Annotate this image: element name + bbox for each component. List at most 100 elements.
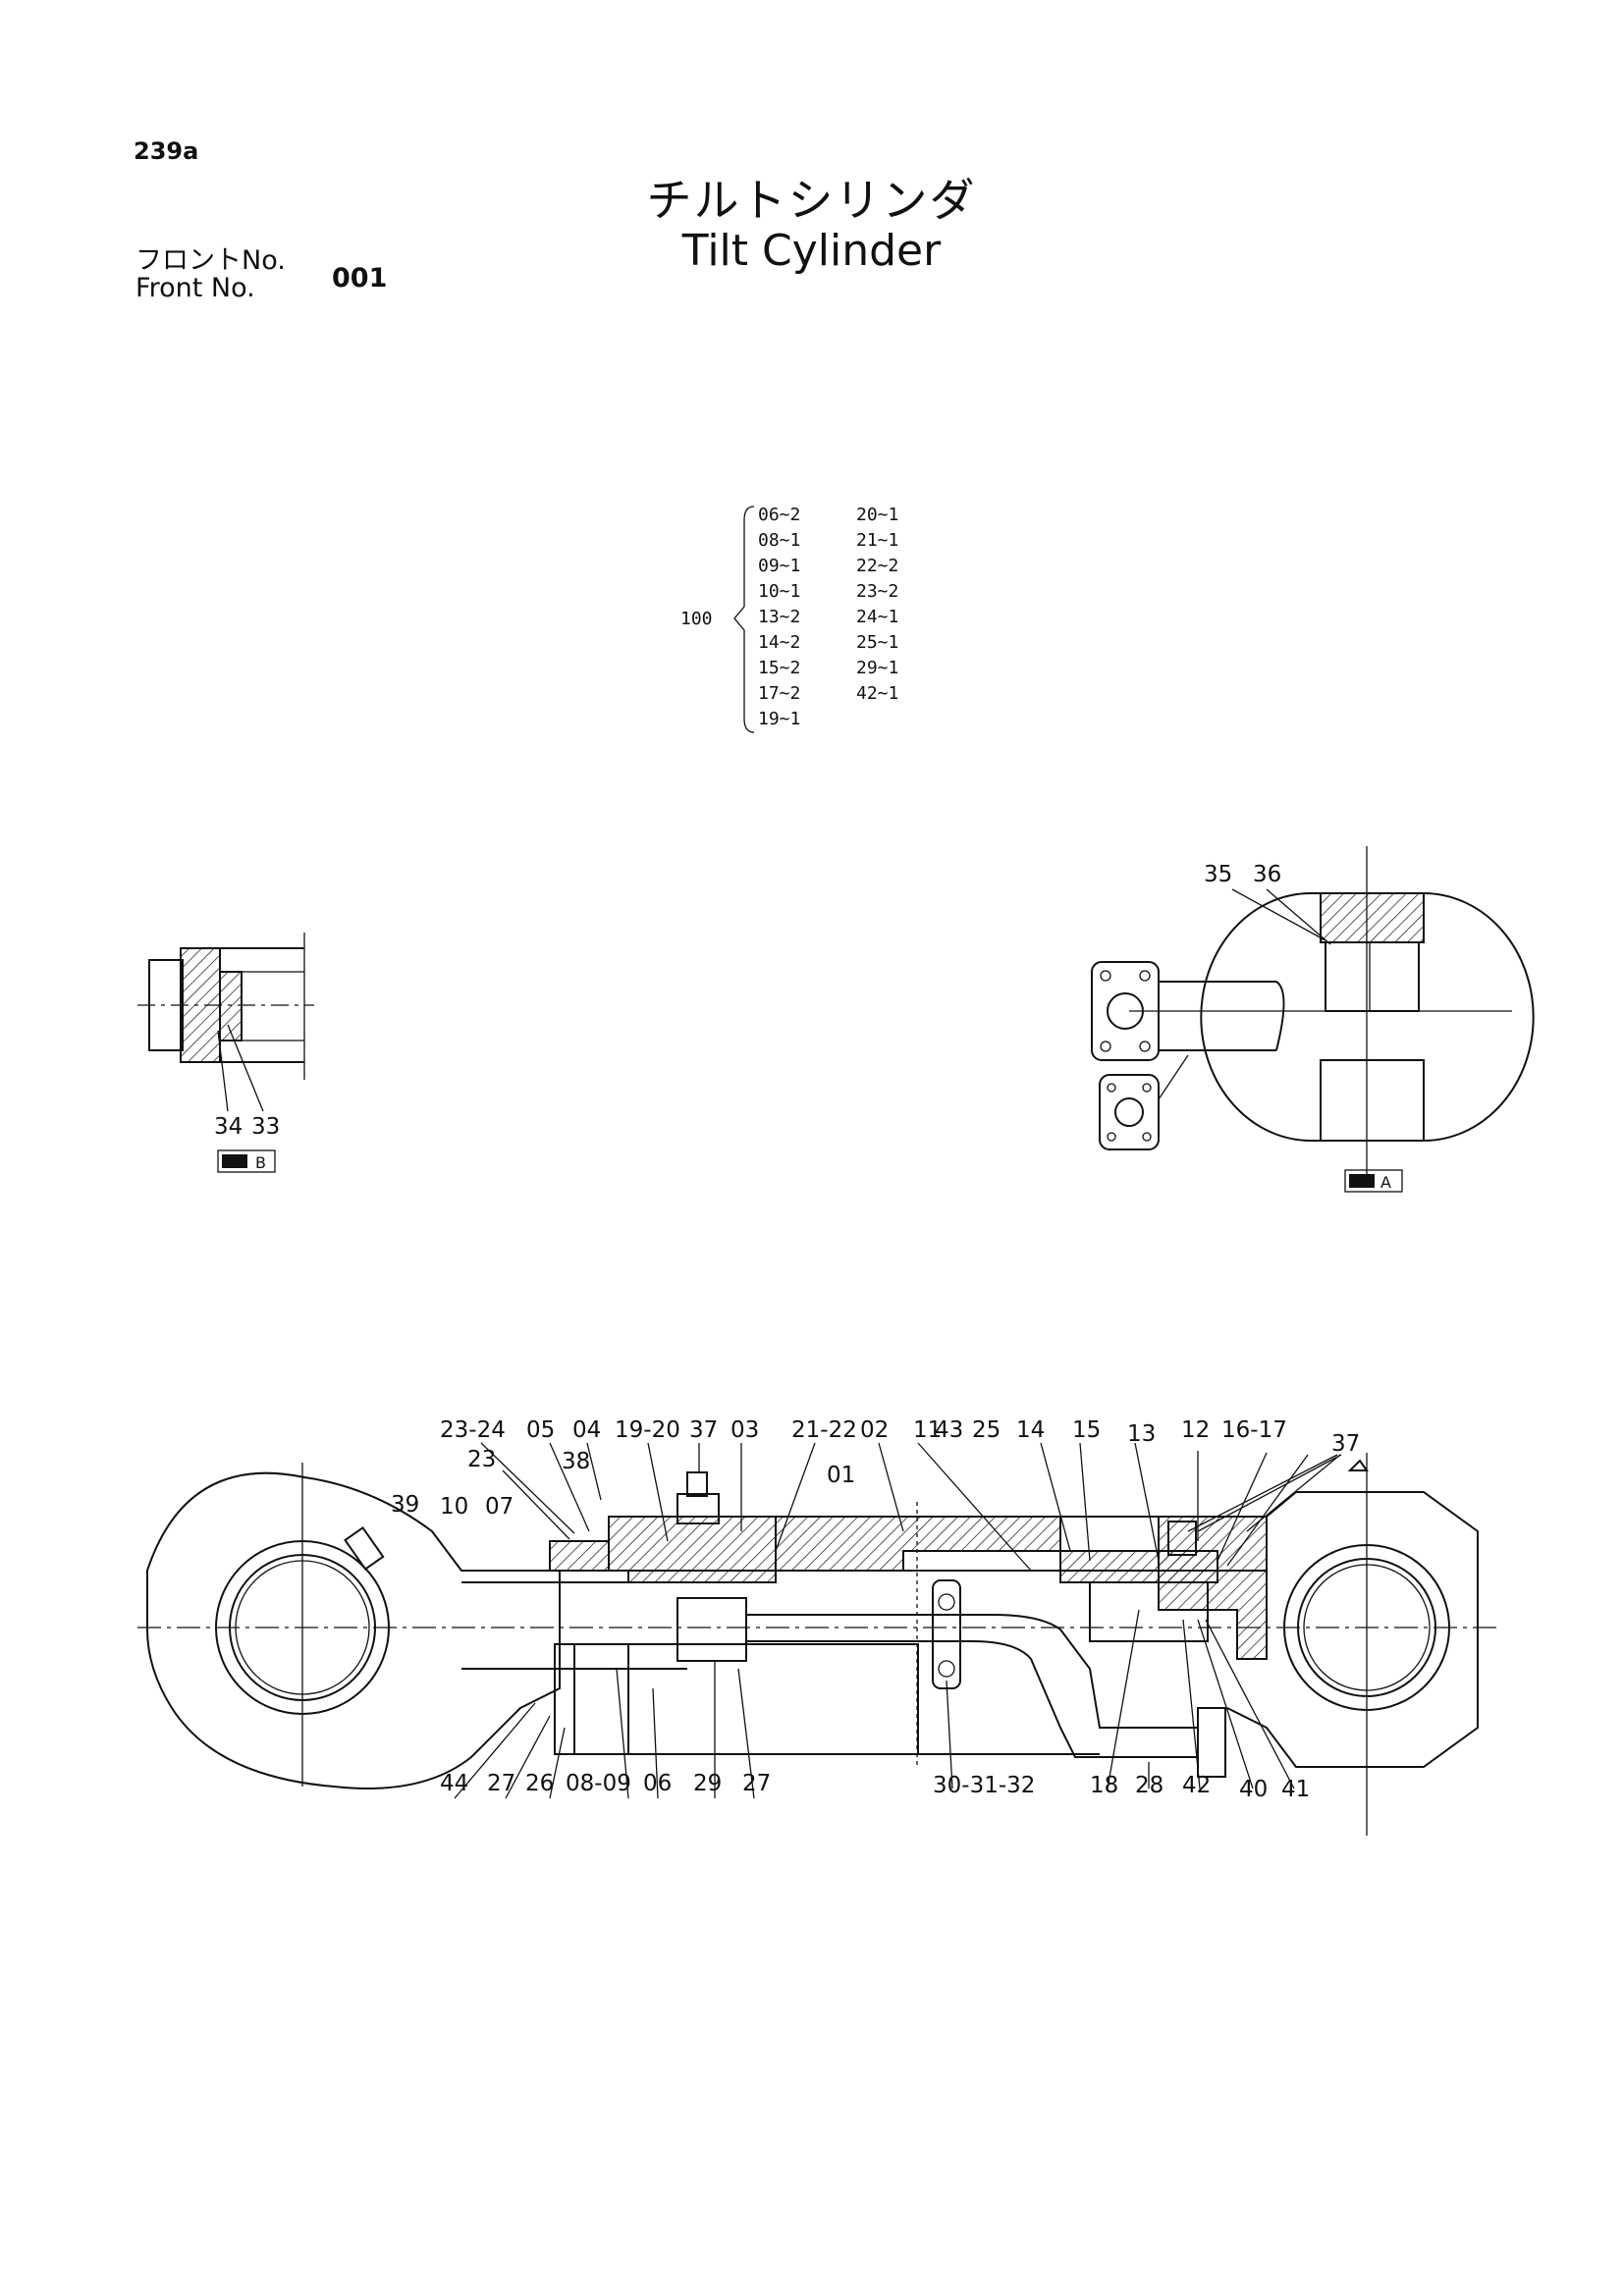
part-label: 13 xyxy=(1127,1421,1156,1447)
leader-33 xyxy=(227,1024,264,1112)
kit-item: 15~2 xyxy=(758,658,800,678)
part-label: 21-22 xyxy=(791,1417,857,1443)
label-35: 35 xyxy=(1204,862,1232,887)
part-label: 02 xyxy=(860,1417,889,1443)
kit-column-2: 20~1 21~1 22~2 23~2 24~1 25~1 29~1 42~1 xyxy=(856,505,898,704)
part-label: 37 xyxy=(689,1417,718,1443)
part-label: 44 xyxy=(440,1771,468,1796)
cylinder-bottom-eye xyxy=(1226,1491,1479,1768)
title-english: Tilt Cylinder xyxy=(681,226,942,276)
kit-item: 42~1 xyxy=(856,683,898,704)
part-label: 41 xyxy=(1281,1777,1310,1802)
page-number: 239a xyxy=(134,137,199,165)
kit-item: 14~2 xyxy=(758,632,800,653)
kit-column-1: 06~208~109~110~113~214~215~217~219~1 xyxy=(758,505,800,729)
part-label: 43 xyxy=(935,1417,963,1443)
label-34: 34 xyxy=(214,1114,243,1140)
part-label: 26 xyxy=(525,1771,554,1796)
kit-item: 25~1 xyxy=(856,632,898,653)
check-port-37b xyxy=(1167,1521,1197,1556)
pipe-flange xyxy=(1197,1707,1226,1778)
part-label: 18 xyxy=(1090,1773,1118,1798)
front-label-jp: フロントNo. xyxy=(135,245,286,276)
part-label: 04 xyxy=(572,1417,601,1443)
part-label: 23 xyxy=(467,1447,496,1472)
detail-b: 34 33 B xyxy=(137,933,314,1173)
front-number-label: フロントNo. Front No. xyxy=(135,247,286,302)
part-label: 16-17 xyxy=(1221,1417,1287,1443)
section-icon xyxy=(1349,1174,1375,1188)
label-36: 36 xyxy=(1253,862,1281,887)
part-label: 07 xyxy=(485,1494,514,1520)
detail-b-seal xyxy=(219,971,243,1041)
kit-brace xyxy=(733,506,755,733)
barrel-tube xyxy=(775,1516,1061,1572)
cylinder-bottom-bore xyxy=(1283,1544,1450,1711)
check-port-37 xyxy=(676,1493,720,1524)
part-label: 37 xyxy=(1331,1431,1360,1457)
kit-item: 13~2 xyxy=(758,607,800,627)
part-label: 11 xyxy=(913,1417,942,1443)
part-label: 19-20 xyxy=(615,1417,680,1443)
part-label: 05 xyxy=(526,1417,555,1443)
kit-item: 06~2 xyxy=(758,505,800,525)
part-label: 23-24 xyxy=(440,1417,506,1443)
gland-housing xyxy=(608,1516,777,1572)
rod-eye-head xyxy=(146,1471,561,1789)
leader-34 xyxy=(217,1030,229,1112)
leader-lines xyxy=(454,1442,1342,1799)
detail-a-flange-2 xyxy=(1099,1074,1160,1150)
detail-a-boss xyxy=(1320,892,1425,943)
pipe-block xyxy=(676,1597,747,1662)
part-label: 27 xyxy=(487,1771,515,1796)
detail-a-badge-text: A xyxy=(1380,1173,1391,1192)
kit-item: 23~2 xyxy=(856,581,898,602)
detail-a-badge xyxy=(1344,1169,1403,1193)
part-label: 03 xyxy=(730,1417,759,1443)
kit-item: 09~1 xyxy=(758,556,800,576)
grease-fitting-39 xyxy=(344,1525,385,1571)
detail-b-badge-text: B xyxy=(255,1153,266,1172)
part-label: 42 xyxy=(1182,1773,1211,1798)
part-label: 39 xyxy=(391,1492,419,1518)
part-label: 14 xyxy=(1016,1417,1045,1443)
kit-item: 20~1 xyxy=(856,505,898,525)
title-japanese: チルトシリンダ xyxy=(646,174,977,227)
detail-a: 35 36 A xyxy=(1091,846,1535,1193)
main-bottom-labels: 44 27 26 08-09 06 29 27 30-31-32 18 28 42 40 41 xyxy=(440,1771,1310,1802)
kit-item: 08~1 xyxy=(758,530,800,551)
part-label: 06 xyxy=(643,1771,672,1796)
cylinder-barrel-lower xyxy=(554,1643,919,1755)
leader-35 xyxy=(1231,888,1326,941)
part-label: 38 xyxy=(562,1449,590,1474)
kit-item: 24~1 xyxy=(856,607,898,627)
kit-number: 100 xyxy=(680,609,713,629)
kit-item: 22~2 xyxy=(856,556,898,576)
part-label: 25 xyxy=(972,1417,1001,1443)
part-label: 27 xyxy=(742,1771,771,1796)
repair-kit-list: 100 06~208~109~110~113~214~215~217~219~1… xyxy=(680,505,898,733)
cylinder-head xyxy=(1158,1570,1268,1660)
part-label: 10 xyxy=(440,1494,468,1520)
part-label: 40 xyxy=(1239,1777,1268,1802)
direction-mark xyxy=(1347,1459,1369,1471)
rod-eye-bore xyxy=(215,1540,390,1715)
kit-item: 17~2 xyxy=(758,683,800,704)
detail-b-badge xyxy=(217,1149,276,1173)
kit-item: 21~1 xyxy=(856,530,898,551)
detail-a-flange-1 xyxy=(1091,961,1160,1061)
kit-item: 29~1 xyxy=(856,658,898,678)
part-label: 29 xyxy=(693,1771,722,1796)
part-label: 08-09 xyxy=(566,1771,631,1796)
part-label: 28 xyxy=(1135,1773,1163,1798)
label-33: 33 xyxy=(251,1114,280,1140)
front-label-en: Front No. xyxy=(135,273,255,303)
part-label: 15 xyxy=(1072,1417,1101,1443)
front-number-value: 001 xyxy=(332,263,388,294)
leader-36 xyxy=(1266,888,1331,945)
part-label: 30-31-32 xyxy=(933,1773,1035,1798)
